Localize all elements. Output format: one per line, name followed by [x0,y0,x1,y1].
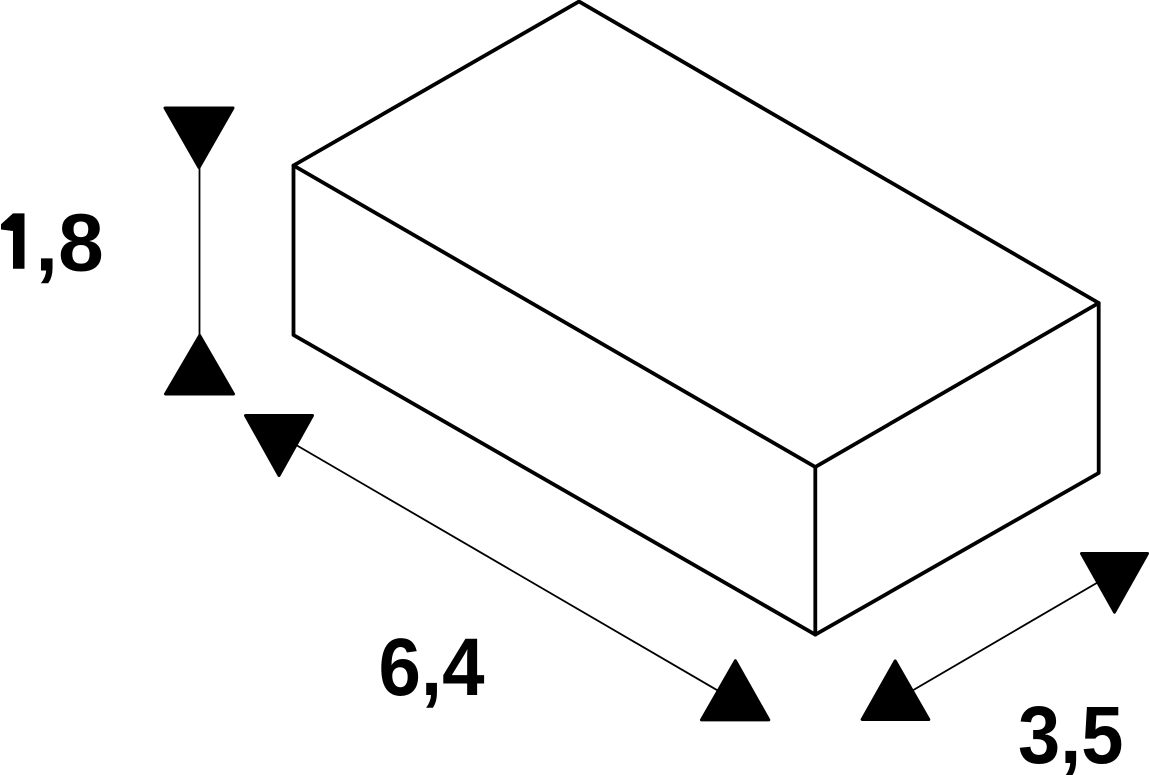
svg-text:3,5: 3,5 [1018,689,1123,775]
svg-text:,8: ,8 [35,198,103,289]
svg-text:6,4: 6,4 [379,620,485,712]
